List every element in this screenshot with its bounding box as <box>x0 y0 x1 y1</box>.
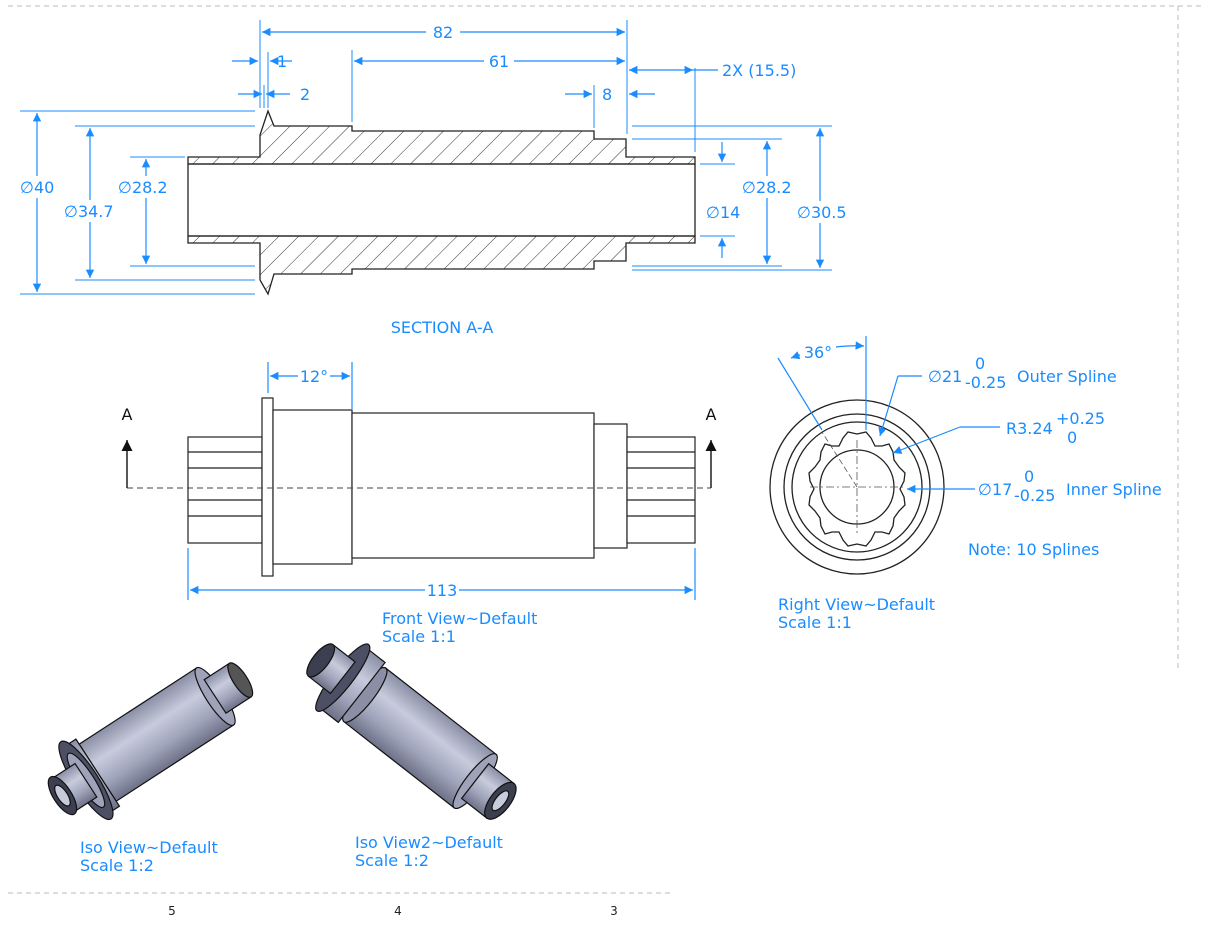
right-view-scale: Scale 1:1 <box>778 613 852 632</box>
dim-flange-angle: 12° <box>300 367 328 386</box>
inner-spline-tol-upper: 0 <box>1024 467 1034 486</box>
iso-view-2-scale: Scale 1:2 <box>355 851 429 870</box>
outer-spline-dia: ∅21 <box>928 367 962 386</box>
outer-spline-tol-lower: -0.25 <box>965 373 1006 392</box>
iso-view-1-scale: Scale 1:2 <box>80 856 154 875</box>
iso-view-1-render <box>47 662 254 821</box>
right-view <box>769 399 945 575</box>
dim-spline-angle: 36° <box>804 343 832 362</box>
zone-label: 3 <box>610 904 618 918</box>
splines-note: Note: 10 Splines <box>968 540 1099 559</box>
front-view <box>121 397 717 577</box>
spline-radius-tol-lower: 0 <box>1067 428 1077 447</box>
dim-dia-28-2-left: ∅28.2 <box>118 178 168 197</box>
dim-dia-34-7: ∅34.7 <box>64 202 114 221</box>
dim-flange-step-1: 1 <box>277 52 287 71</box>
iso-view-2-title: Iso View2~Default <box>355 833 503 852</box>
front-view-title: Front View~Default <box>382 609 537 628</box>
sheet-frame <box>8 5 1205 894</box>
inner-spline-label: Inner Spline <box>1066 480 1162 499</box>
dim-dia-28-2-right: ∅28.2 <box>742 178 792 197</box>
dim-dia-30-5: ∅30.5 <box>797 203 847 222</box>
outer-spline-label: Outer Spline <box>1017 367 1117 386</box>
iso-view-2-render <box>306 643 517 820</box>
inner-spline-dia: ∅17 <box>978 480 1012 499</box>
iso-view-1-title: Iso View~Default <box>80 838 218 857</box>
dim-dia-14: ∅14 <box>706 203 740 222</box>
zone-label: 4 <box>394 904 402 918</box>
inner-spline-tol-lower: -0.25 <box>1014 486 1055 505</box>
dim-body-length: 61 <box>489 52 509 71</box>
dim-overall-113: 113 <box>427 581 458 600</box>
section-mark-left: A <box>122 405 133 424</box>
right-view-title: Right View~Default <box>778 595 935 614</box>
section-view-label: SECTION A-A <box>391 318 494 337</box>
section-lower-half <box>187 235 696 296</box>
dim-spline-shoulder: 8 <box>602 85 612 104</box>
front-view-scale: Scale 1:1 <box>382 627 456 646</box>
dim-overall-length: 82 <box>433 23 453 42</box>
section-view: 82 1 2 61 8 2X (15.5) ∅40 ∅34.7 ∅28.2 ∅2… <box>18 20 851 337</box>
spline-radius: R3.24 <box>1006 419 1053 438</box>
zone-label: 5 <box>168 904 176 918</box>
dim-dia-40: ∅40 <box>20 178 54 197</box>
outer-spline-tol-upper: 0 <box>975 354 985 373</box>
dim-spline-length: 2X (15.5) <box>722 61 796 80</box>
dim-flange-step-2: 2 <box>300 85 310 104</box>
spline-radius-tol-upper: +0.25 <box>1056 409 1105 428</box>
section-upper-half <box>187 109 696 165</box>
section-mark-right: A <box>706 405 717 424</box>
